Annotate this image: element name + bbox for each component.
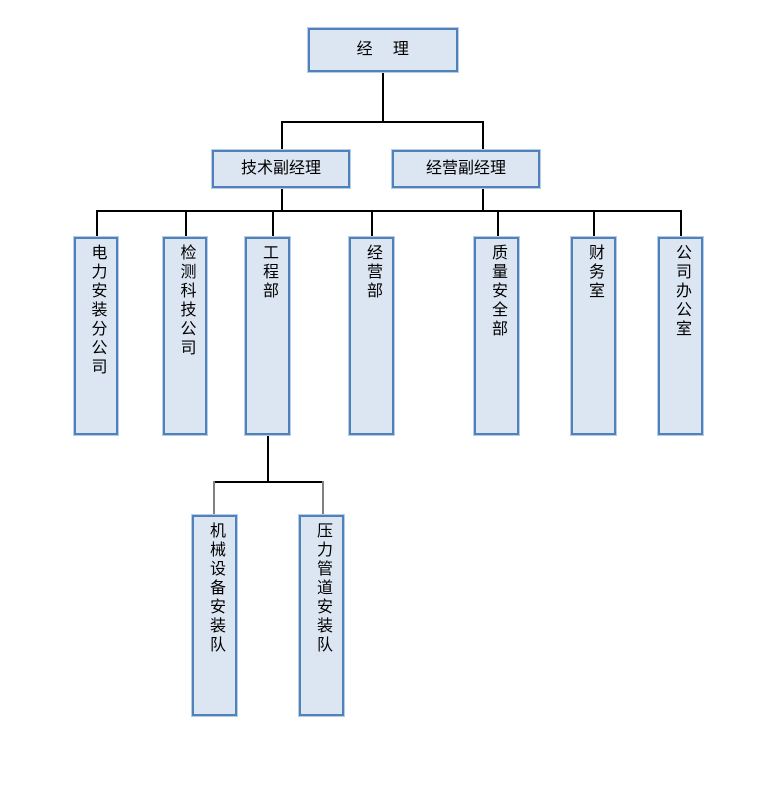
node-power-installation-branch-label: 电力安装分公司 [88, 244, 106, 377]
node-quality-safety-department-label: 质量安全部 [488, 244, 506, 339]
node-finance-office-label: 财务室 [585, 244, 603, 301]
node-manager-label: 经 理 [356, 40, 410, 58]
connector-level2-bus [281, 121, 483, 123]
node-company-office[interactable]: 公司办公室 [657, 236, 704, 436]
connector-to-mechanical-equipment-installation-team [213, 481, 215, 516]
connector-to-operations-department [371, 210, 373, 238]
node-quality-safety-department[interactable]: 质量安全部 [473, 236, 520, 436]
connector-to-quality-safety-department [497, 210, 499, 238]
connector-manager-stem [382, 72, 384, 122]
node-pressure-pipeline-installation-team[interactable]: 压力管道安装队 [298, 514, 345, 717]
node-operations-department-label: 经营部 [363, 244, 381, 301]
node-company-office-label: 公司办公室 [672, 244, 690, 339]
connector-to-tech-deputy-manager [281, 121, 283, 150]
node-engineering-department-label: 工程部 [259, 244, 277, 301]
connector-ops-deputy-manager-stem [482, 188, 484, 211]
connector-to-company-office [680, 210, 682, 238]
node-testing-technology-company[interactable]: 检测科技公司 [162, 236, 208, 436]
node-mechanical-equipment-installation-team[interactable]: 机械设备安装队 [191, 514, 238, 717]
connector-to-ops-deputy-manager [482, 121, 484, 150]
node-finance-office[interactable]: 财务室 [570, 236, 617, 436]
connector-to-engineering-department [272, 210, 274, 238]
node-power-installation-branch[interactable]: 电力安装分公司 [73, 236, 119, 436]
node-tech-deputy-manager-label: 技术副经理 [240, 159, 321, 177]
connector-to-pressure-pipeline-installation-team [322, 481, 324, 516]
node-mechanical-equipment-installation-team-label: 机械设备安装队 [206, 522, 224, 655]
node-pressure-pipeline-installation-team-label: 压力管道安装队 [313, 522, 331, 655]
node-manager[interactable]: 经 理 [307, 27, 459, 73]
connector-level3-bus [96, 210, 681, 212]
node-ops-deputy-manager-label: 经营副经理 [425, 159, 506, 177]
node-engineering-department[interactable]: 工程部 [244, 236, 291, 436]
node-testing-technology-company-label: 检测科技公司 [177, 244, 195, 358]
connector-to-power-installation-branch [96, 210, 98, 238]
connector-to-finance-office [593, 210, 595, 238]
connector-level4-bus [213, 481, 323, 483]
connector-to-testing-technology-company [185, 210, 187, 238]
connector-tech-deputy-manager-stem [281, 188, 283, 211]
node-operations-department[interactable]: 经营部 [348, 236, 395, 436]
connector-engineering-department-stem [267, 435, 269, 482]
node-tech-deputy-manager[interactable]: 技术副经理 [211, 149, 351, 189]
node-ops-deputy-manager[interactable]: 经营副经理 [391, 149, 541, 189]
